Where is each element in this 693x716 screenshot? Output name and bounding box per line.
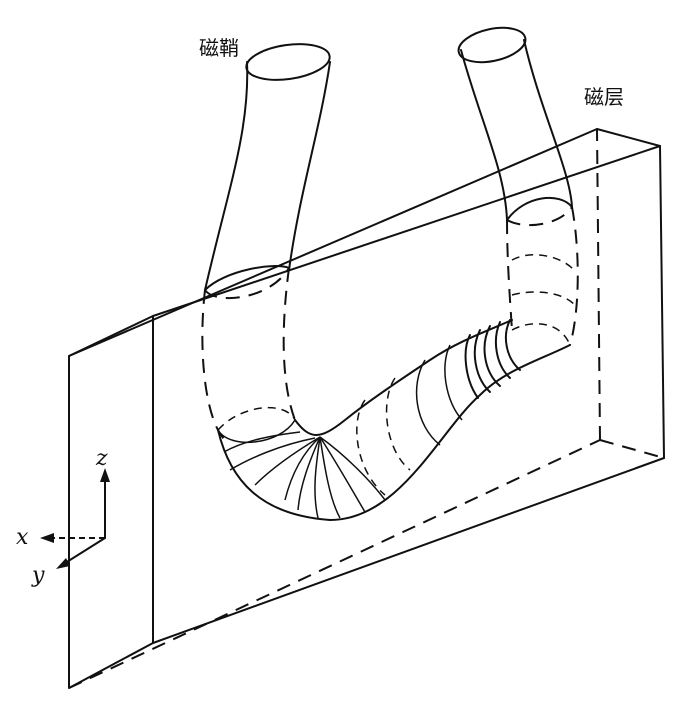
flux-tube-label: 磁鞘 [199, 36, 239, 60]
axis-z-label: z [95, 446, 108, 471]
axis-x-label: x [16, 525, 29, 550]
tube-top-right [457, 26, 527, 64]
axis-y-label: y [31, 563, 45, 588]
flux-tube [201, 26, 579, 521]
axes [40, 468, 110, 569]
magnetic-layer-slab [68, 128, 665, 689]
tube-top-left [245, 43, 331, 81]
magnetic-layer-label: 磁层 [584, 85, 624, 109]
